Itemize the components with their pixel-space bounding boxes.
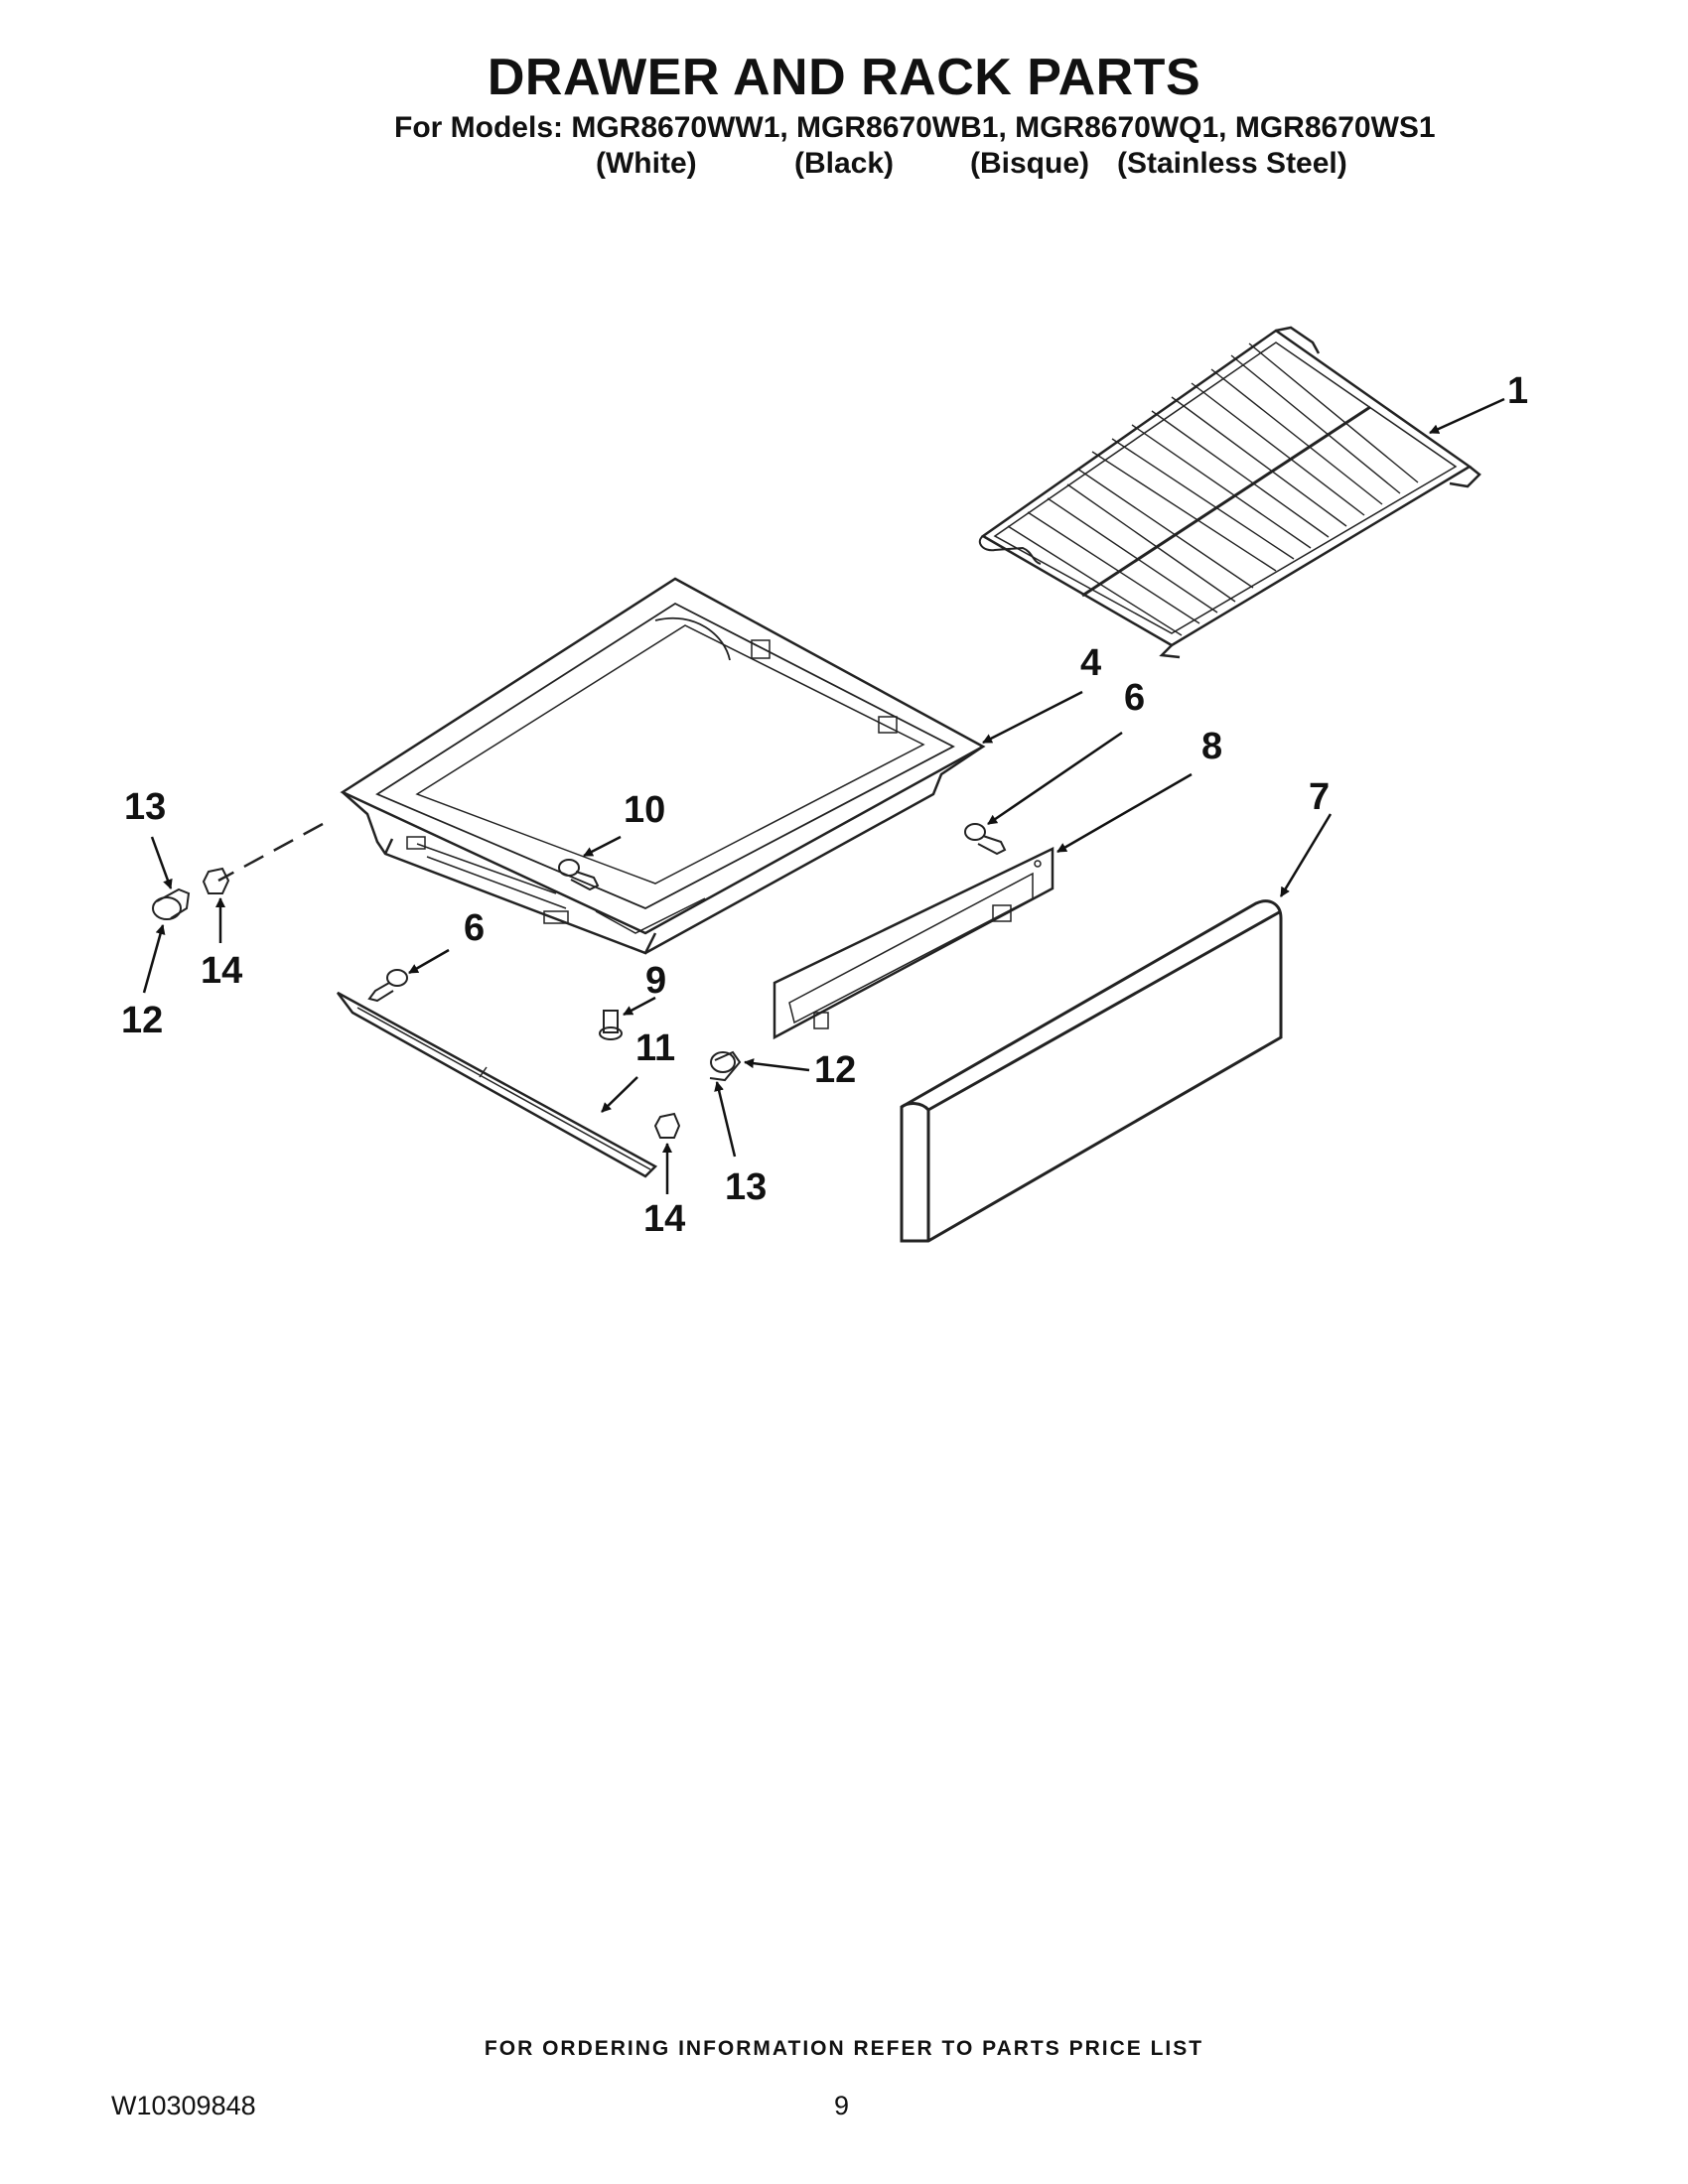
oven-rack [978,326,1481,659]
callout-9: 9 [645,960,666,1002]
variant-black: (Black) [794,147,895,180]
variant-white: (White) [596,147,697,180]
bolt-13-left [152,887,191,920]
callout-13-left: 13 [124,786,166,828]
nut-14-left [202,867,230,894]
callout-14-left: 14 [201,950,242,992]
callout-6-upper: 6 [1124,677,1145,719]
page-number: 9 [834,2091,850,2120]
screw-10 [558,859,600,891]
callout-14-right: 14 [643,1198,685,1240]
callout-10: 10 [624,789,665,831]
drawer-front-panel [900,899,1283,1243]
callout-8: 8 [1201,726,1222,767]
callout-arrows [142,397,1505,1194]
callout-13-right: 13 [725,1166,767,1208]
bumper-9 [599,1010,623,1040]
drawer-pan [340,577,986,955]
page-title: DRAWER AND RACK PARTS [487,49,1201,106]
variant-stainless-steel: (Stainless Steel) [1117,147,1347,180]
callout-1: 1 [1507,370,1528,412]
bolt-13-right [709,1050,742,1082]
drawer-front-bracket [773,847,1055,1040]
callout-12-right: 12 [814,1049,856,1091]
drawer-slide-rail [337,991,658,1178]
callout-12-left: 12 [121,1000,163,1041]
variant-bisque: (Bisque) [970,147,1089,180]
nut-14-right [653,1112,681,1139]
screw-6-lower [367,969,408,1003]
ordering-note: FOR ORDERING INFORMATION REFER TO PARTS … [484,2037,1204,2060]
screw-6-upper [964,823,1007,856]
callout-11: 11 [635,1027,675,1069]
callout-4: 4 [1080,642,1101,684]
callout-7: 7 [1309,776,1330,818]
models-line: For Models: MGR8670WW1, MGR8670WB1, MGR8… [394,111,1436,144]
document-number: W10309848 [111,2091,256,2120]
alignment-leader [217,822,324,883]
callout-6-lower: 6 [464,907,485,949]
